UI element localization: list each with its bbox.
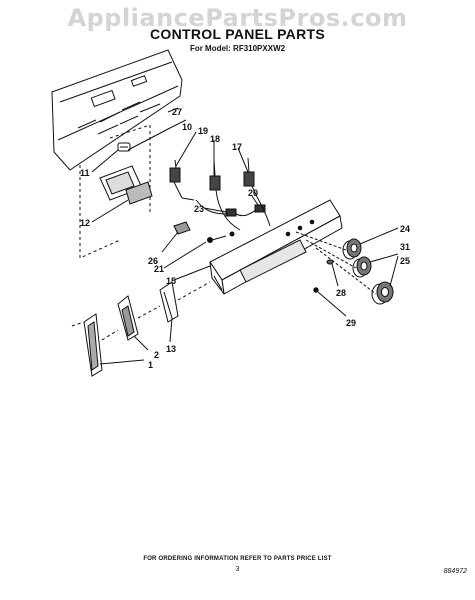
part-11-clip xyxy=(117,142,131,152)
callout-labels: 27 10 19 18 17 11 20 23 12 24 26 31 21 2… xyxy=(80,107,410,370)
part-25-knob xyxy=(371,281,394,305)
callout-18: 18 xyxy=(210,134,220,144)
callout-24: 24 xyxy=(400,224,410,234)
callout-19: 19 xyxy=(198,126,208,136)
callout-25: 25 xyxy=(400,256,410,266)
page-title: CONTROL PANEL PARTS xyxy=(149,26,325,42)
part-15-control-panel xyxy=(209,199,343,295)
callout-2: 2 xyxy=(154,350,159,360)
part-18-switch xyxy=(209,159,221,191)
model-subtitle: For Model: RF310PXXW2 xyxy=(189,44,286,53)
callout-15: 15 xyxy=(166,276,176,286)
part-1-end-cap xyxy=(83,313,103,377)
watermark: AppliancePartsPros.com xyxy=(67,4,408,32)
leader-lines xyxy=(91,107,399,365)
part-27-back-panel xyxy=(51,49,183,171)
part-2-end-cap xyxy=(117,295,139,341)
part-24-knob xyxy=(342,238,362,260)
callout-23: 23 xyxy=(194,204,204,214)
part-12-lens xyxy=(125,181,153,205)
part-20-connector xyxy=(254,204,266,213)
part-17-switch xyxy=(243,157,255,187)
callout-21: 21 xyxy=(154,264,164,274)
callout-1: 1 xyxy=(148,360,153,370)
callout-10: 10 xyxy=(182,122,192,132)
callout-20: 20 xyxy=(248,188,258,198)
alignment-lines xyxy=(71,281,211,341)
part-21-screw xyxy=(207,231,235,243)
part-10-window-frame xyxy=(99,165,143,201)
callout-28: 28 xyxy=(336,288,346,298)
part-19-switch xyxy=(169,159,195,201)
document-number: 884972 xyxy=(443,568,467,575)
part-26-bracket xyxy=(173,221,191,235)
part-29-screw xyxy=(313,287,319,293)
callout-17: 17 xyxy=(232,142,242,152)
part-23-connector xyxy=(225,208,237,217)
page-number: 3 xyxy=(235,566,240,573)
part-28-clip xyxy=(326,259,334,265)
callout-31: 31 xyxy=(400,242,410,252)
callout-12: 12 xyxy=(80,218,90,228)
part-31-knob xyxy=(352,256,372,278)
callout-13: 13 xyxy=(166,344,176,354)
callout-26: 26 xyxy=(148,256,158,266)
wiring xyxy=(195,185,271,231)
callout-27: 27 xyxy=(172,107,182,117)
part-13-bracket xyxy=(159,281,179,323)
ordering-info-note: FOR ORDERING INFORMATION REFER TO PARTS … xyxy=(143,556,332,562)
callout-11: 11 xyxy=(80,168,90,178)
mounting-outline xyxy=(79,165,121,259)
callout-29: 29 xyxy=(346,318,356,328)
knob-shaft-lines xyxy=(295,231,377,295)
